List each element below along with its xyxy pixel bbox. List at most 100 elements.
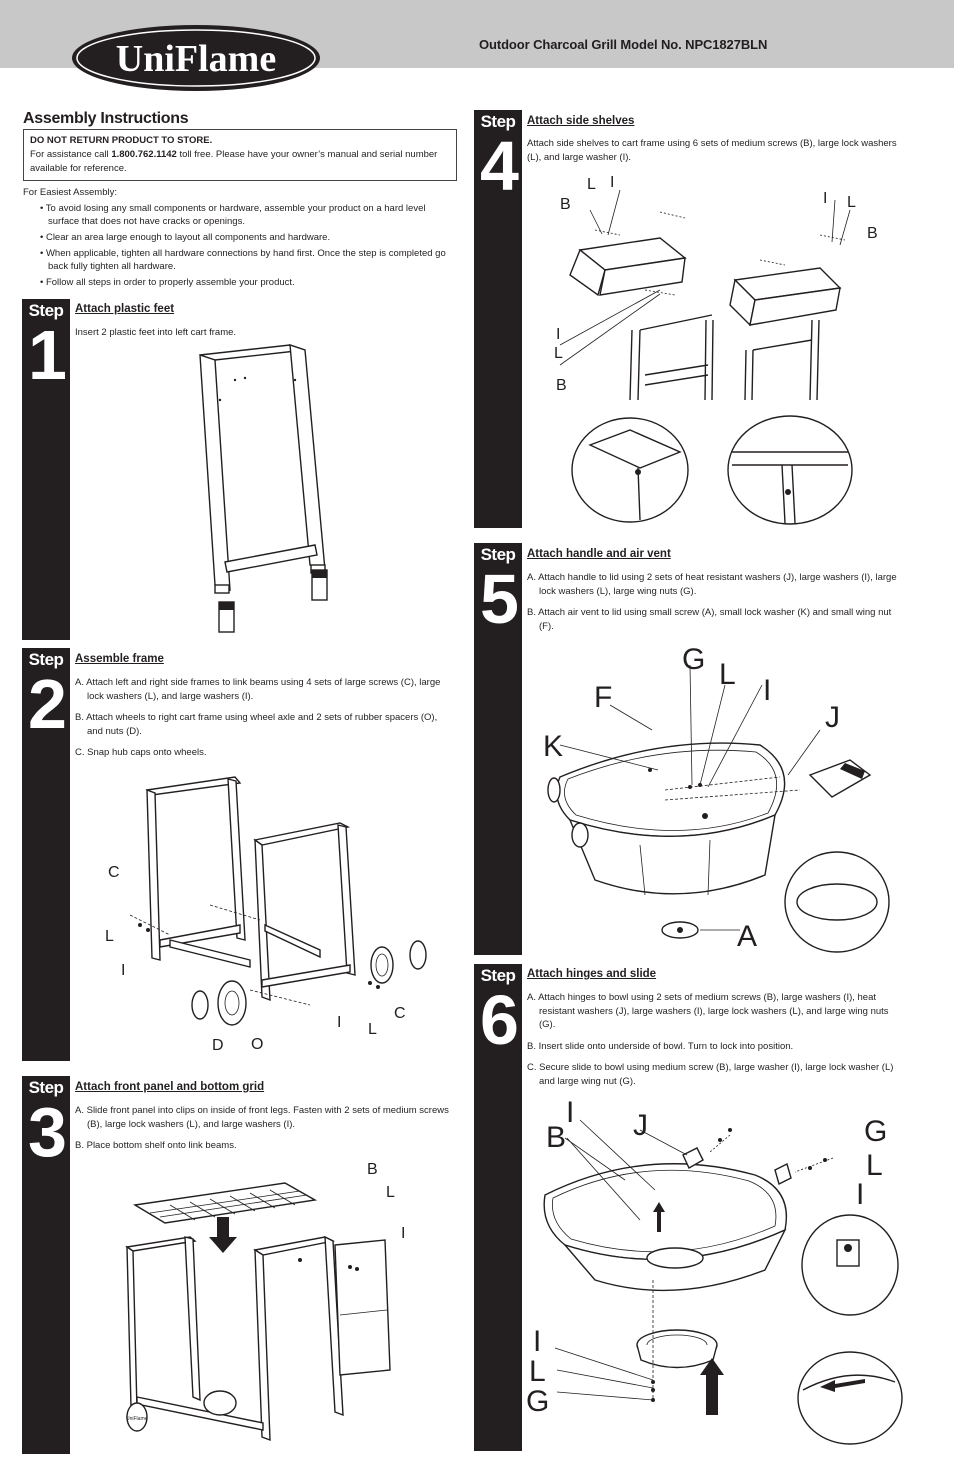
step-5-bar: Step 5 bbox=[474, 543, 522, 955]
tip-item: • Follow all steps in order to properly … bbox=[40, 277, 295, 288]
step-word: Step bbox=[480, 545, 516, 564]
label-o: O bbox=[251, 1036, 264, 1053]
label-l: L bbox=[847, 194, 856, 211]
tip-item: • Clear an area large enough to layout a… bbox=[40, 232, 331, 243]
step-text: B. Place bottom shelf onto link beams. bbox=[75, 1140, 237, 1151]
uniflame-logo: UniFlame bbox=[72, 25, 320, 91]
label-i: I bbox=[610, 174, 615, 191]
easiest-label: For Easiest Assembly: bbox=[23, 187, 117, 198]
step-1-bar: Step 1 bbox=[22, 299, 70, 640]
tip-item: • To avoid losing any small components o… bbox=[40, 203, 426, 227]
step-text: C. Secure slide to bowl using medium scr… bbox=[527, 1062, 894, 1087]
step-number: 6 bbox=[480, 981, 519, 1059]
notice-box: DO NOT RETURN PRODUCT TO STORE. For assi… bbox=[23, 129, 457, 181]
label-g: G bbox=[526, 1385, 550, 1418]
step-word: Step bbox=[28, 301, 64, 320]
step-1-title: Attach plastic feet bbox=[75, 303, 175, 315]
step-4-title: Attach side shelves bbox=[527, 115, 635, 127]
label-l: L bbox=[105, 928, 114, 945]
label-c: C bbox=[108, 864, 120, 881]
label-i: I bbox=[533, 1325, 542, 1358]
step-3-title: Attach front panel and bottom grid bbox=[75, 1081, 265, 1093]
step-6-bar: Step 6 bbox=[474, 964, 522, 1451]
label-i: I bbox=[121, 962, 126, 979]
step-4-text: Attach side shelves to cart frame using … bbox=[527, 137, 907, 172]
label-b: B bbox=[546, 1121, 567, 1154]
label-k: K bbox=[543, 730, 564, 763]
label-b: B bbox=[367, 1161, 378, 1178]
notice-post: toll free. Please have your owner’s manu… bbox=[30, 149, 438, 174]
label-l: L bbox=[554, 345, 563, 362]
label-i: I bbox=[401, 1225, 406, 1242]
step-4-bar: Step 4 bbox=[474, 110, 522, 528]
step-number: 1 bbox=[28, 316, 67, 394]
step-text: C. Snap hub caps onto wheels. bbox=[75, 747, 207, 758]
label-i: I bbox=[823, 190, 828, 207]
label-g: G bbox=[864, 1115, 888, 1148]
label-i: I bbox=[337, 1014, 342, 1031]
step-1-illustration bbox=[199, 343, 328, 633]
step-6-title: Attach hinges and slide bbox=[527, 968, 657, 980]
step-text: Insert 2 plastic feet into left cart fra… bbox=[75, 327, 237, 338]
step-word: Step bbox=[28, 650, 64, 669]
step-word: Step bbox=[480, 112, 516, 131]
tips-list: • To avoid losing any small components o… bbox=[38, 202, 458, 292]
label-i: I bbox=[763, 674, 772, 707]
notice-title: DO NOT RETURN PRODUCT TO STORE. bbox=[30, 135, 213, 146]
step-number: 3 bbox=[28, 1093, 67, 1171]
label-i: I bbox=[566, 1096, 575, 1129]
label-b: B bbox=[560, 196, 571, 213]
step-number: 5 bbox=[480, 560, 519, 638]
step-5-title: Attach handle and air vent bbox=[527, 548, 671, 560]
step-2-bar: Step 2 bbox=[22, 648, 70, 1061]
label-c: C bbox=[394, 1005, 406, 1022]
step-text: B. Attach air vent to lid using small sc… bbox=[527, 607, 892, 632]
step-2-text: A. Attach left and right side frames to … bbox=[75, 676, 453, 768]
label-l: L bbox=[719, 658, 736, 691]
step-word: Step bbox=[480, 966, 516, 985]
label-l: L bbox=[386, 1184, 395, 1201]
step-5-text: A. Attach handle to lid using 2 sets of … bbox=[527, 571, 905, 641]
step-text: A. Attach hinges to bowl using 2 sets of… bbox=[527, 992, 889, 1030]
step-2-illustration bbox=[129, 776, 427, 1026]
phone-number: 1.800.762.1142 bbox=[111, 149, 177, 160]
step-text: B. Attach wheels to right cart frame usi… bbox=[75, 712, 438, 737]
tip-item: • When applicable, tighten all hardware … bbox=[40, 248, 446, 272]
step-1-text: Insert 2 plastic feet into left cart fra… bbox=[75, 326, 455, 348]
step-6-text: A. Attach hinges to bowl using 2 sets of… bbox=[527, 991, 907, 1096]
grill-badge: UniFlame bbox=[126, 1416, 148, 1422]
label-a: A bbox=[737, 920, 758, 953]
label-i: I bbox=[856, 1178, 865, 1211]
step-6-illustration bbox=[543, 1119, 903, 1445]
step-text: A. Attach handle to lid using 2 sets of … bbox=[527, 572, 897, 597]
label-l: L bbox=[866, 1149, 883, 1182]
step-3-illustration: UniFlame bbox=[125, 1182, 391, 1442]
label-d: D bbox=[212, 1037, 224, 1054]
label-b: B bbox=[556, 377, 567, 394]
notice-pre: For assistance call bbox=[30, 149, 112, 160]
step-4-illustration bbox=[559, 189, 853, 525]
step-text: B. Insert slide onto underside of bowl. … bbox=[527, 1040, 794, 1052]
step-2-title: Assemble frame bbox=[75, 653, 164, 665]
label-l: L bbox=[529, 1355, 546, 1388]
label-i: I bbox=[556, 326, 561, 343]
label-l: L bbox=[368, 1021, 377, 1038]
step-3-text: A. Slide front panel into clips on insid… bbox=[75, 1104, 453, 1161]
step-text: Attach side shelves to cart frame using … bbox=[527, 138, 897, 163]
step-5-illustration bbox=[547, 664, 890, 953]
label-l: L bbox=[587, 176, 596, 193]
step-text: A. Slide front panel into clips on insid… bbox=[75, 1105, 449, 1130]
label-g: G bbox=[682, 643, 706, 676]
step-word: Step bbox=[28, 1078, 64, 1097]
model-title: Outdoor Charcoal Grill Model No. NPC1827… bbox=[479, 37, 768, 52]
label-b: B bbox=[867, 225, 878, 242]
label-j: J bbox=[825, 701, 840, 734]
step-3-bar: Step 3 bbox=[22, 1076, 70, 1454]
assembly-heading: Assembly Instructions bbox=[23, 110, 189, 127]
step-number: 4 bbox=[480, 127, 519, 205]
step-number: 2 bbox=[28, 665, 67, 743]
label-f: F bbox=[594, 681, 613, 714]
step-text: A. Attach left and right side frames to … bbox=[75, 677, 441, 702]
label-j: J bbox=[633, 1109, 648, 1142]
brand-wordmark: UniFlame bbox=[116, 38, 276, 80]
